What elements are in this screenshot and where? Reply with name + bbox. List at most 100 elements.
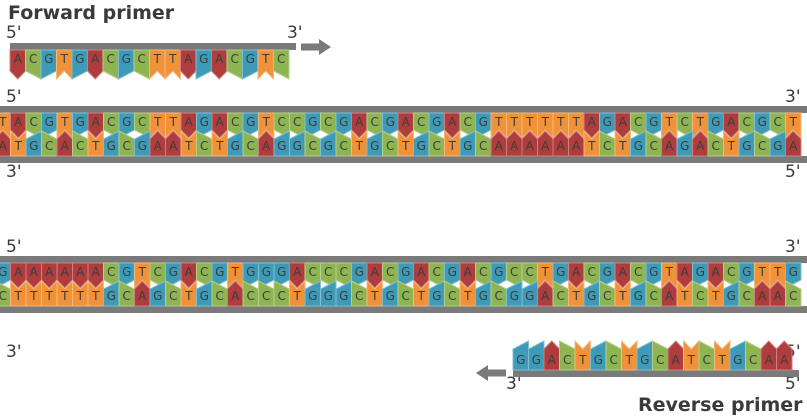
lower-bottom-base-letter-29: G bbox=[432, 289, 441, 303]
upper-bottom-base-19 bbox=[273, 130, 290, 157]
reverse-primer-base-letter-8: T bbox=[625, 353, 634, 367]
upper-bottom-base-45 bbox=[676, 130, 693, 157]
forward-primer-base-letter-13: G bbox=[199, 52, 208, 66]
lower-bottom-base-letter-35: G bbox=[525, 289, 534, 303]
upper-bottom-base-letter-28: G bbox=[417, 139, 426, 153]
upper-top-base-letter-8: C bbox=[107, 115, 115, 129]
upper-top-base-letter-50: G bbox=[758, 115, 767, 129]
upper-top-base-5 bbox=[56, 112, 73, 140]
upper-bottom-base-letter-6: C bbox=[76, 139, 84, 153]
upper-top-base-letter-7: A bbox=[92, 115, 101, 129]
lower-bottom-base-36 bbox=[537, 280, 554, 307]
upper-bottom-base-46 bbox=[692, 130, 709, 157]
lower-top-base-41 bbox=[614, 262, 631, 289]
lower-top-base-letter-26: C bbox=[386, 265, 394, 279]
lower-bottom-base-letter-46: C bbox=[696, 289, 704, 303]
reverse-primer-base-12 bbox=[683, 339, 700, 371]
upper-top-base-30 bbox=[444, 112, 461, 139]
lower-top-base-letter-6: A bbox=[76, 265, 85, 279]
reverse-primer-base-letter-9: G bbox=[640, 353, 649, 367]
upper-bottom-base-letter-2: T bbox=[14, 139, 23, 153]
lower-bottom-base-letter-15: C bbox=[216, 289, 224, 303]
lower-top-base-letter-47: A bbox=[712, 265, 721, 279]
lower-bottom-base-letter-45: T bbox=[680, 289, 689, 303]
upper-top-base-letter-14: G bbox=[200, 115, 209, 129]
lower-bottom-base-letter-42: G bbox=[634, 289, 643, 303]
upper-top-base-letter-39: A bbox=[588, 115, 597, 129]
lower-bottom-base-52 bbox=[785, 280, 802, 307]
lower-top-base-letter-48: C bbox=[727, 265, 735, 279]
upper-top-backbone bbox=[0, 106, 807, 113]
upper-bottom-base-letter-32: C bbox=[479, 139, 487, 153]
lower-bottom-base-10 bbox=[134, 280, 151, 307]
lower-top-base-letter-33: G bbox=[494, 265, 503, 279]
upper-bottom-base-37 bbox=[552, 130, 569, 157]
lower-top-base-5 bbox=[56, 262, 73, 289]
lower-top-5-end: 5' bbox=[6, 237, 22, 257]
lower-bottom-base-letter-7: T bbox=[91, 289, 100, 303]
upper-top-base-letter-4: G bbox=[45, 115, 54, 129]
upper-bottom-base-36 bbox=[537, 130, 554, 157]
lower-top-base-4 bbox=[41, 262, 58, 289]
forward-primer-base-letter-17: T bbox=[261, 52, 270, 66]
lower-bottom-base-letter-41: T bbox=[618, 289, 627, 303]
lower-top-3-end: 3' bbox=[785, 237, 801, 257]
forward-primer-base-18 bbox=[273, 49, 290, 80]
forward-primer-5-end: 5' bbox=[6, 23, 22, 43]
upper-bottom-base-34 bbox=[506, 130, 523, 157]
upper-top-base-1 bbox=[0, 112, 11, 140]
upper-top-base-letter-49: C bbox=[743, 115, 751, 129]
lower-bottom-backbone bbox=[0, 306, 807, 313]
upper-bottom-base-letter-29: C bbox=[433, 139, 441, 153]
upper-bottom-base-letter-23: C bbox=[340, 139, 348, 153]
forward-primer-base-11 bbox=[164, 49, 181, 81]
upper-bottom-base-letter-47: C bbox=[712, 139, 720, 153]
lower-top-base-letter-15: G bbox=[215, 265, 224, 279]
forward-primer-base-letter-5: G bbox=[75, 52, 84, 66]
lower-top-base-letter-44: T bbox=[665, 265, 674, 279]
lower-top-base-letter-4: A bbox=[45, 265, 54, 279]
lower-top-base-letter-25: A bbox=[371, 265, 380, 279]
upper-top-5-end: 5' bbox=[6, 87, 22, 107]
upper-bottom-base-52 bbox=[785, 130, 802, 157]
lower-top-base-letter-46: G bbox=[696, 265, 705, 279]
lower-top-base-letter-42: C bbox=[634, 265, 642, 279]
upper-top-base-letter-29: G bbox=[432, 115, 441, 129]
upper-bottom-base-24 bbox=[351, 129, 368, 157]
reverse-primer-base-18 bbox=[776, 340, 793, 371]
reverse-primer-base-letter-13: C bbox=[703, 353, 711, 367]
reverse-primer-base-5 bbox=[574, 339, 591, 371]
upper-bottom-base-letter-46: A bbox=[696, 139, 705, 153]
lower-top-base-letter-29: C bbox=[433, 265, 441, 279]
lower-bottom-base-letter-32: G bbox=[479, 289, 488, 303]
upper-bottom-base-letter-21: C bbox=[309, 139, 317, 153]
lower-bottom-base-letter-20: T bbox=[293, 289, 302, 303]
lower-bottom-base-4 bbox=[41, 279, 58, 307]
upper-top-base-7 bbox=[87, 112, 104, 139]
upper-bottom-base-letter-14: C bbox=[200, 139, 208, 153]
lower-top-base-letter-9: G bbox=[122, 265, 131, 279]
lower-top-base-letter-52: G bbox=[789, 265, 798, 279]
lower-bottom-base-47 bbox=[707, 279, 724, 307]
forward-primer-base-1 bbox=[9, 49, 26, 80]
lower-bottom-base-35 bbox=[521, 280, 538, 307]
forward-primer-base-letter-9: C bbox=[138, 52, 146, 66]
lower-top-base-letter-8: C bbox=[107, 265, 115, 279]
lower-top-base-letter-24: G bbox=[355, 265, 364, 279]
forward-primer-base-letter-3: G bbox=[44, 52, 53, 66]
lower-top-base-letter-5: A bbox=[61, 265, 70, 279]
upper-top-base-15 bbox=[211, 112, 228, 139]
lower-top-base-letter-40: G bbox=[603, 265, 612, 279]
upper-top-base-letter-6: G bbox=[76, 115, 85, 129]
lower-bottom-base-letter-24: C bbox=[355, 289, 363, 303]
reverse-primer-base-3 bbox=[543, 340, 560, 371]
lower-bottom-base-letter-30: C bbox=[448, 289, 456, 303]
reverse-primer-5-end: 5' bbox=[785, 374, 801, 394]
lower-bottom-base-letter-21: G bbox=[308, 289, 317, 303]
upper-bottom-base-letter-31: G bbox=[463, 139, 472, 153]
forward-primer-backbone bbox=[10, 43, 296, 50]
reverse-primer-base-11 bbox=[667, 340, 684, 371]
